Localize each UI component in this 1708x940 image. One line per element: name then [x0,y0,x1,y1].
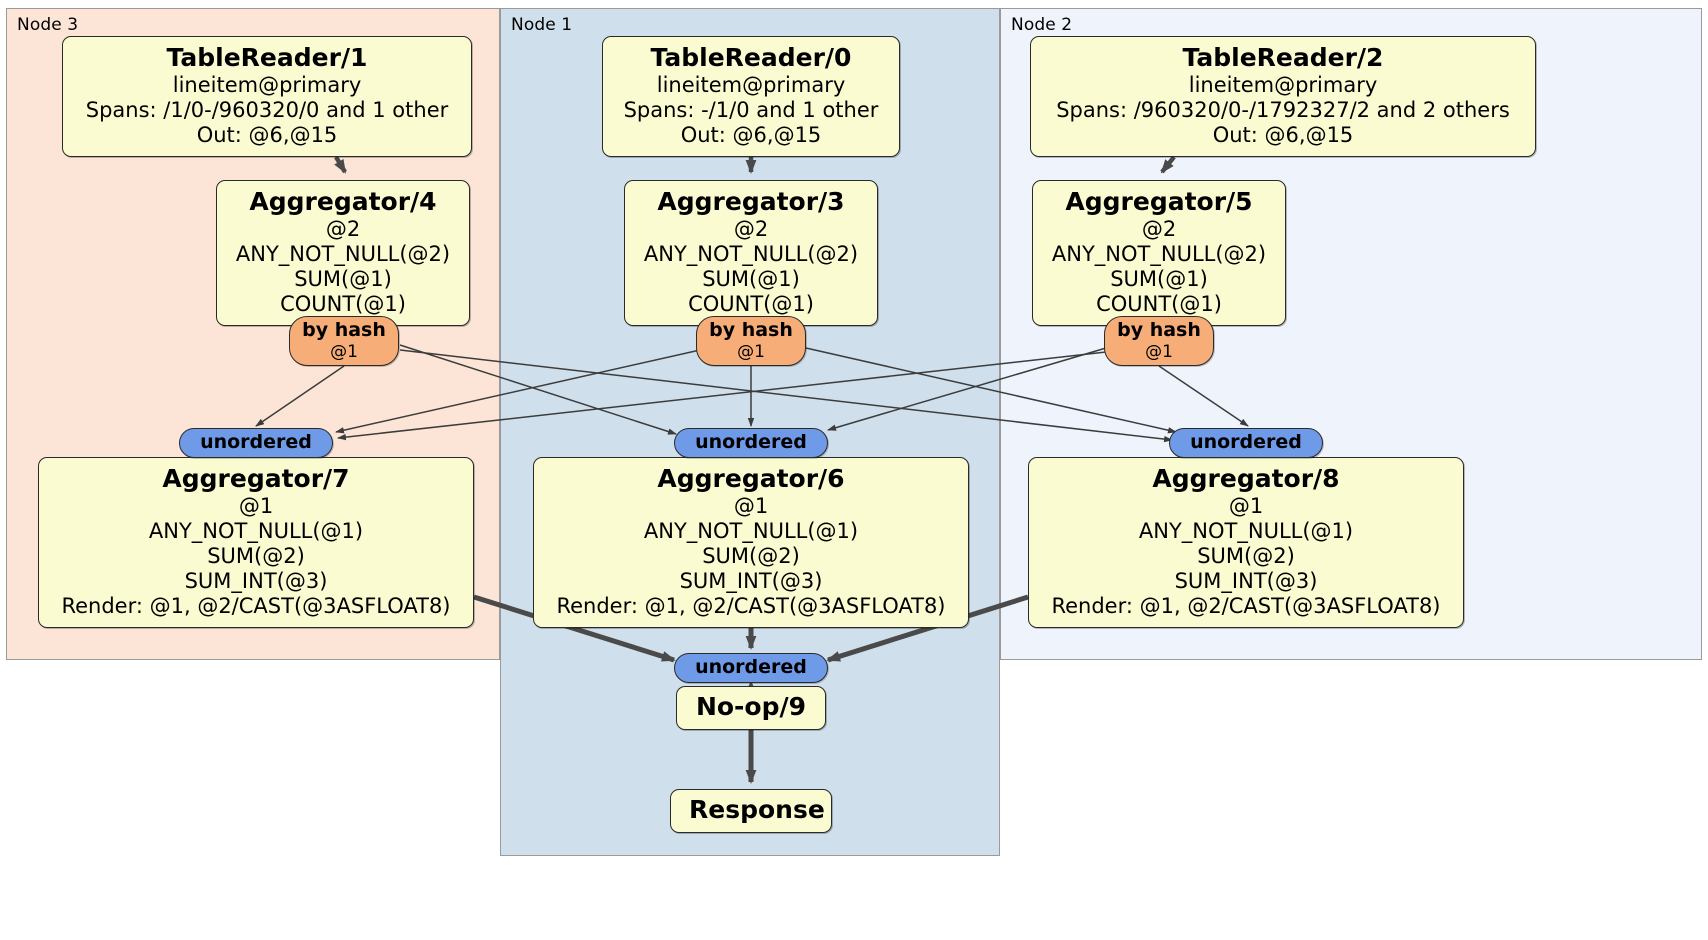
proc-box-line-aggregator5-0: @2 [1141,217,1177,241]
proc-box-line-aggregator8-3: SUM_INT(@3) [1174,569,1318,593]
proc-box-line-aggregator3-2: SUM(@1) [702,267,800,291]
badge-unordered6[interactable]: unordered [674,428,828,458]
proc-box-line-aggregator5-2: SUM(@1) [1110,267,1208,291]
badge-title-unordered7: unordered [200,431,312,453]
proc-box-line-tablereader0-1: Spans: -/1/0 and 1 other [623,98,879,122]
proc-box-title-aggregator5: Aggregator/5 [1065,187,1253,216]
badge-unordered7[interactable]: unordered [179,428,333,458]
proc-box-title-tablereader2: TableReader/2 [1182,43,1384,72]
proc-box-line-aggregator6-2: SUM(@2) [702,544,800,568]
node-panel-label-node1: Node 1 [511,15,573,35]
badge-title-hash4: by hash [302,319,386,341]
proc-box-line-tablereader0-2: Out: @6,@15 [680,123,822,147]
proc-box-line-aggregator7-2: SUM(@2) [207,544,305,568]
proc-box-line-tablereader1-2: Out: @6,@15 [196,123,338,147]
badge-hash4[interactable]: by hash@1 [289,316,399,366]
proc-box-line-aggregator3-1: ANY_NOT_NULL(@2) [643,242,859,266]
node-panel-label-node3: Node 3 [17,15,79,35]
badge-title-hash5: by hash [1117,319,1201,341]
badge-title-unordered9: unordered [695,656,807,678]
proc-box-line-tablereader2-2: Out: @6,@15 [1212,123,1354,147]
proc-box-title-noop9: No-op/9 [695,692,807,721]
proc-box-title-aggregator3: Aggregator/3 [657,187,845,216]
proc-box-line-aggregator7-4: Render: @1, @2/CAST(@3ASFLOAT8) [61,594,451,618]
proc-box-line-aggregator4-1: ANY_NOT_NULL(@2) [235,242,451,266]
proc-box-line-aggregator3-3: COUNT(@1) [688,292,814,316]
proc-box-line-aggregator6-0: @1 [733,494,769,518]
proc-box-title-aggregator6: Aggregator/6 [657,464,845,493]
badge-unordered9[interactable]: unordered [674,653,828,683]
proc-box-title-aggregator8: Aggregator/8 [1152,464,1340,493]
proc-box-line-aggregator4-0: @2 [325,217,361,241]
proc-box-noop9[interactable]: No-op/9 [676,686,826,730]
badge-unordered8[interactable]: unordered [1169,428,1323,458]
proc-box-title-aggregator7: Aggregator/7 [162,464,350,493]
badge-sub-hash4: @1 [330,342,358,362]
proc-box-line-aggregator5-3: COUNT(@1) [1096,292,1222,316]
badge-sub-hash3: @1 [737,342,765,362]
proc-box-line-aggregator8-0: @1 [1228,494,1264,518]
proc-box-line-aggregator6-1: ANY_NOT_NULL(@1) [643,519,859,543]
proc-box-title-aggregator4: Aggregator/4 [249,187,437,216]
badge-hash5[interactable]: by hash@1 [1104,316,1214,366]
proc-box-line-tablereader2-1: Spans: /960320/0-/1792327/2 and 2 others [1056,98,1510,122]
proc-box-title-response: Response [689,795,825,824]
proc-box-line-aggregator5-1: ANY_NOT_NULL(@2) [1051,242,1267,266]
proc-box-line-aggregator7-3: SUM_INT(@3) [184,569,328,593]
proc-box-line-aggregator6-3: SUM_INT(@3) [679,569,823,593]
proc-box-line-tablereader0-0: lineitem@primary [656,73,846,97]
proc-box-title-tablereader0: TableReader/0 [650,43,852,72]
proc-box-line-aggregator3-0: @2 [733,217,769,241]
badge-title-unordered8: unordered [1190,431,1302,453]
proc-box-line-tablereader2-0: lineitem@primary [1188,73,1378,97]
proc-box-line-tablereader1-1: Spans: /1/0-/960320/0 and 1 other [85,98,449,122]
proc-box-line-aggregator8-4: Render: @1, @2/CAST(@3ASFLOAT8) [1051,594,1441,618]
proc-box-line-aggregator7-0: @1 [238,494,274,518]
proc-box-line-tablereader1-0: lineitem@primary [172,73,362,97]
proc-box-line-aggregator4-3: COUNT(@1) [280,292,406,316]
proc-box-line-aggregator7-1: ANY_NOT_NULL(@1) [148,519,364,543]
badge-hash3[interactable]: by hash@1 [696,316,806,366]
proc-box-response[interactable]: Response [670,789,832,833]
proc-box-line-aggregator8-2: SUM(@2) [1197,544,1295,568]
badge-title-unordered6: unordered [695,431,807,453]
node-panel-label-node2: Node 2 [1011,15,1073,35]
proc-box-line-aggregator8-1: ANY_NOT_NULL(@1) [1138,519,1354,543]
badge-sub-hash5: @1 [1145,342,1173,362]
proc-box-line-aggregator4-2: SUM(@1) [294,267,392,291]
proc-box-line-aggregator6-4: Render: @1, @2/CAST(@3ASFLOAT8) [556,594,946,618]
proc-box-title-tablereader1: TableReader/1 [166,43,368,72]
badge-title-hash3: by hash [709,319,793,341]
